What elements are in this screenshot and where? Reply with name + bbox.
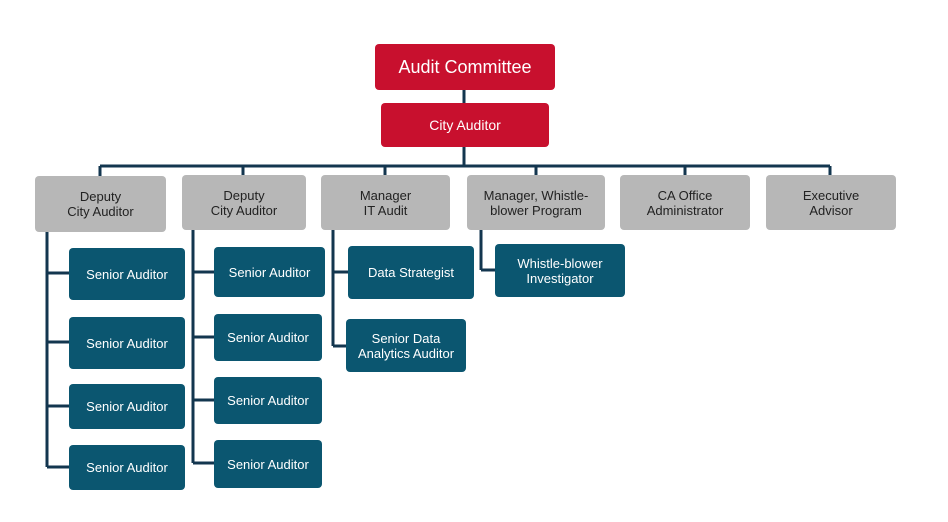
whistleblower-investigator-box: Whistle-blower Investigator	[495, 244, 625, 297]
executive-advisor-box: Executive Advisor	[766, 175, 896, 230]
senior-auditor-d2-4: Senior Auditor	[214, 440, 322, 488]
senior-auditor-d1-4: Senior Auditor	[69, 445, 185, 490]
senior-auditor-d2-2: Senior Auditor	[214, 314, 322, 361]
manager-whistleblower-program-box: Manager, Whistle- blower Program	[467, 175, 605, 230]
deputy-city-auditor-2-box: Deputy City Auditor	[182, 175, 306, 230]
senior-auditor-d2-1: Senior Auditor	[214, 247, 325, 297]
city-auditor-box: City Auditor	[381, 103, 549, 147]
data-strategist-box: Data Strategist	[348, 246, 474, 299]
senior-auditor-d1-2: Senior Auditor	[69, 317, 185, 369]
senior-auditor-d1-3: Senior Auditor	[69, 384, 185, 429]
ca-office-administrator-box: CA Office Administrator	[620, 175, 750, 230]
manager-it-audit-box: Manager IT Audit	[321, 175, 450, 230]
deputy-city-auditor-1-box: Deputy City Auditor	[35, 176, 166, 232]
senior-auditor-d2-3: Senior Auditor	[214, 377, 322, 424]
senior-data-analytics-auditor-box: Senior Data Analytics Auditor	[346, 319, 466, 372]
senior-auditor-d1-1: Senior Auditor	[69, 248, 185, 300]
audit-committee-box: Audit Committee	[375, 44, 555, 90]
